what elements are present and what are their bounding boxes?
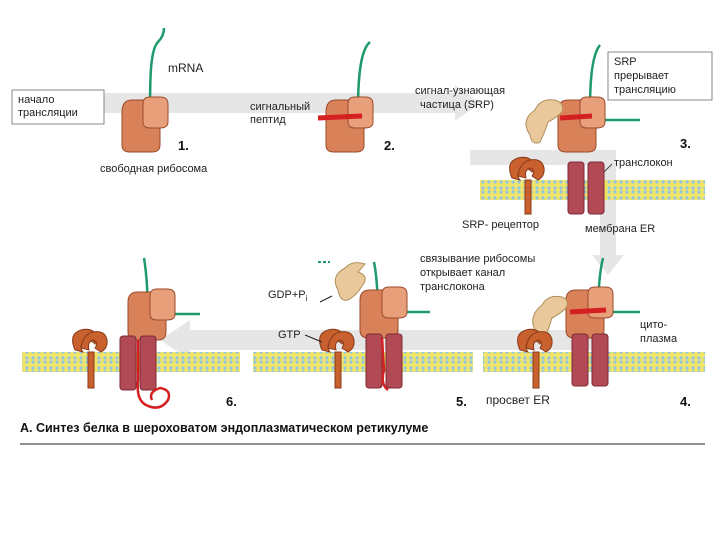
er-lumen-label: просвет ER xyxy=(486,393,550,407)
ribosome-small xyxy=(579,96,606,129)
step-number-1: 1. xyxy=(178,138,189,153)
arrow-right-down xyxy=(470,150,624,275)
srp-label-1: сигнал-узнающая xyxy=(415,85,505,97)
srp-receptor-label: SRP- рецептор xyxy=(462,219,539,231)
srp-receptor xyxy=(517,328,553,389)
start-label-line1: начало xyxy=(18,94,54,106)
arrow-top-right xyxy=(100,85,480,121)
step-3-srp-binding: сигнал-узнающая частица (SRP) SRP прерыв… xyxy=(415,44,713,235)
srp-receptor xyxy=(509,156,545,215)
ribosome-small xyxy=(142,96,169,129)
step-number-6: 6. xyxy=(226,394,237,409)
srp-stops-box xyxy=(607,51,713,101)
mrna-label: mRNA xyxy=(168,61,203,75)
srp-label-2: частица (SRP) xyxy=(420,99,494,111)
nascent-polypeptide xyxy=(136,340,171,409)
srp-released xyxy=(334,262,366,301)
cytoplasm-label-1: цито- xyxy=(640,319,667,331)
step-2-signal-peptide: сигнальный пептид 2. xyxy=(250,41,395,153)
signal-peptide-label-1: сигнальный xyxy=(250,101,310,113)
ribosome-small xyxy=(149,288,176,321)
step-4-ribosome-docking: связывание рибосомы открывает канал тран… xyxy=(420,253,691,409)
translocon-label: транслокон xyxy=(614,157,673,169)
start-label-line2: трансляции xyxy=(18,107,78,119)
step-number-3: 3. xyxy=(680,136,691,151)
step-6-translocation: 6. xyxy=(72,257,237,409)
signal-peptide xyxy=(569,307,607,315)
srp-stops-label-1: SRP xyxy=(614,56,637,68)
ribosome-small xyxy=(381,286,408,319)
binding-label-2: открывает канал xyxy=(420,267,505,279)
translocon xyxy=(119,335,157,391)
translocon xyxy=(567,161,613,215)
srp-receptor xyxy=(72,328,108,389)
srp-receptor xyxy=(319,328,355,389)
srp-stops-label-2: прерывает xyxy=(614,70,669,82)
translocon xyxy=(365,333,403,391)
signal-peptide xyxy=(317,113,363,121)
step-1-free-ribosome: начало трансляции mRNA свободная рибосом… xyxy=(11,27,208,175)
gtp-arrow xyxy=(304,334,323,343)
gdp-arrow xyxy=(319,295,333,303)
free-ribosome-label: свободная рибосома xyxy=(100,163,208,175)
er-membrane-label: мембрана ER xyxy=(585,223,655,235)
ribosome-small xyxy=(347,96,374,129)
start-label-box xyxy=(11,89,105,125)
binding-label-1: связывание рибосомы xyxy=(420,253,535,265)
ribosome-small xyxy=(587,286,614,319)
translocon xyxy=(571,333,609,387)
step-5-srp-release: GDP+Pi GTP 5. xyxy=(268,261,467,409)
membrane-step-5 xyxy=(253,352,473,372)
signal-peptide xyxy=(559,113,593,121)
mrna-strand xyxy=(148,27,166,116)
gdp-pi-label: GDP+Pi xyxy=(268,289,308,303)
figure-caption: А. Синтез белка в шероховатом эндоплазма… xyxy=(20,421,428,435)
step-number-5: 5. xyxy=(456,394,467,409)
gtp-label: GTP xyxy=(278,329,301,341)
cytoplasm-label-2: плазма xyxy=(640,333,678,345)
step-number-4: 4. xyxy=(680,394,691,409)
binding-label-3: транслокона xyxy=(420,281,486,293)
srp-stops-label-3: трансляцию xyxy=(614,84,676,96)
srp-particle xyxy=(525,99,564,144)
flow-arrows xyxy=(100,85,624,360)
step-number-2: 2. xyxy=(384,138,395,153)
signal-peptide-label-2: пептид xyxy=(250,114,286,126)
